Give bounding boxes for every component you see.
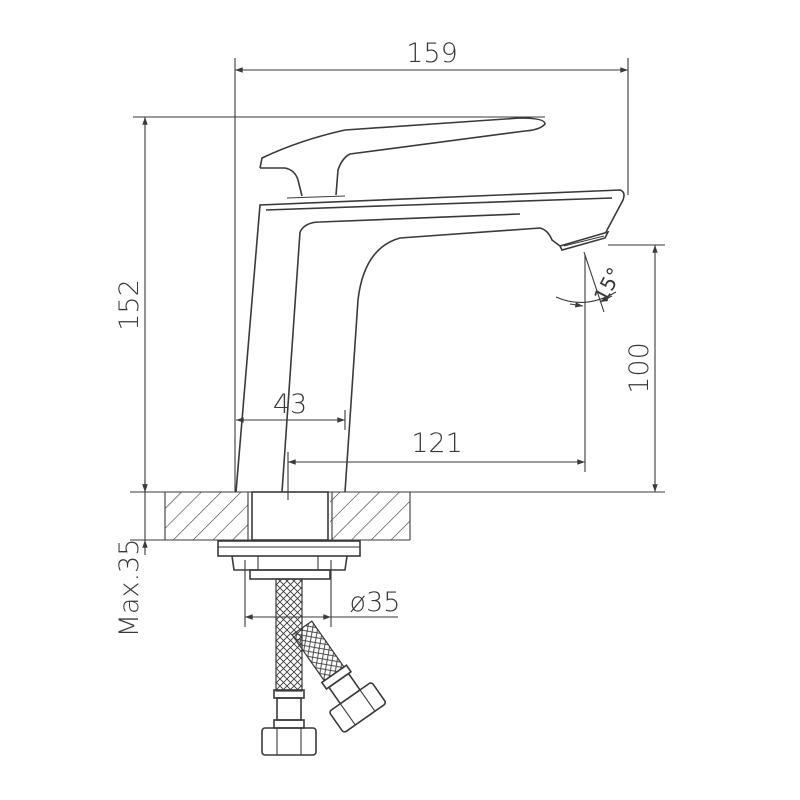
dimension-label: Max.35 [114, 539, 145, 638]
dimension-label: 100 [624, 342, 655, 394]
dimension-label: 152 [114, 279, 145, 331]
dimension-43: 43 [236, 389, 346, 430]
dimension-diameter-35: ø35 [244, 560, 401, 627]
aerator [558, 230, 610, 251]
dimension-152: 152 [114, 116, 545, 492]
dimension-label: 43 [273, 389, 307, 420]
dimension-159: 159 [234, 38, 629, 492]
dimension-angle-15: 15° [555, 251, 627, 313]
dimension-121: 121 [287, 255, 586, 500]
dimension-label: 15° [589, 263, 627, 306]
dimension-label: ø35 [350, 587, 401, 618]
dimension-label: 159 [406, 38, 458, 69]
mounting-nut [217, 540, 361, 580]
dimension-100: 100 [608, 244, 665, 492]
dimension-label: 121 [411, 428, 463, 459]
countertop [130, 491, 665, 541]
faucet-handle [259, 117, 546, 199]
supply-hoses [261, 578, 387, 756]
faucet-body [235, 189, 625, 493]
dimension-max35: Max.35 [114, 480, 148, 638]
